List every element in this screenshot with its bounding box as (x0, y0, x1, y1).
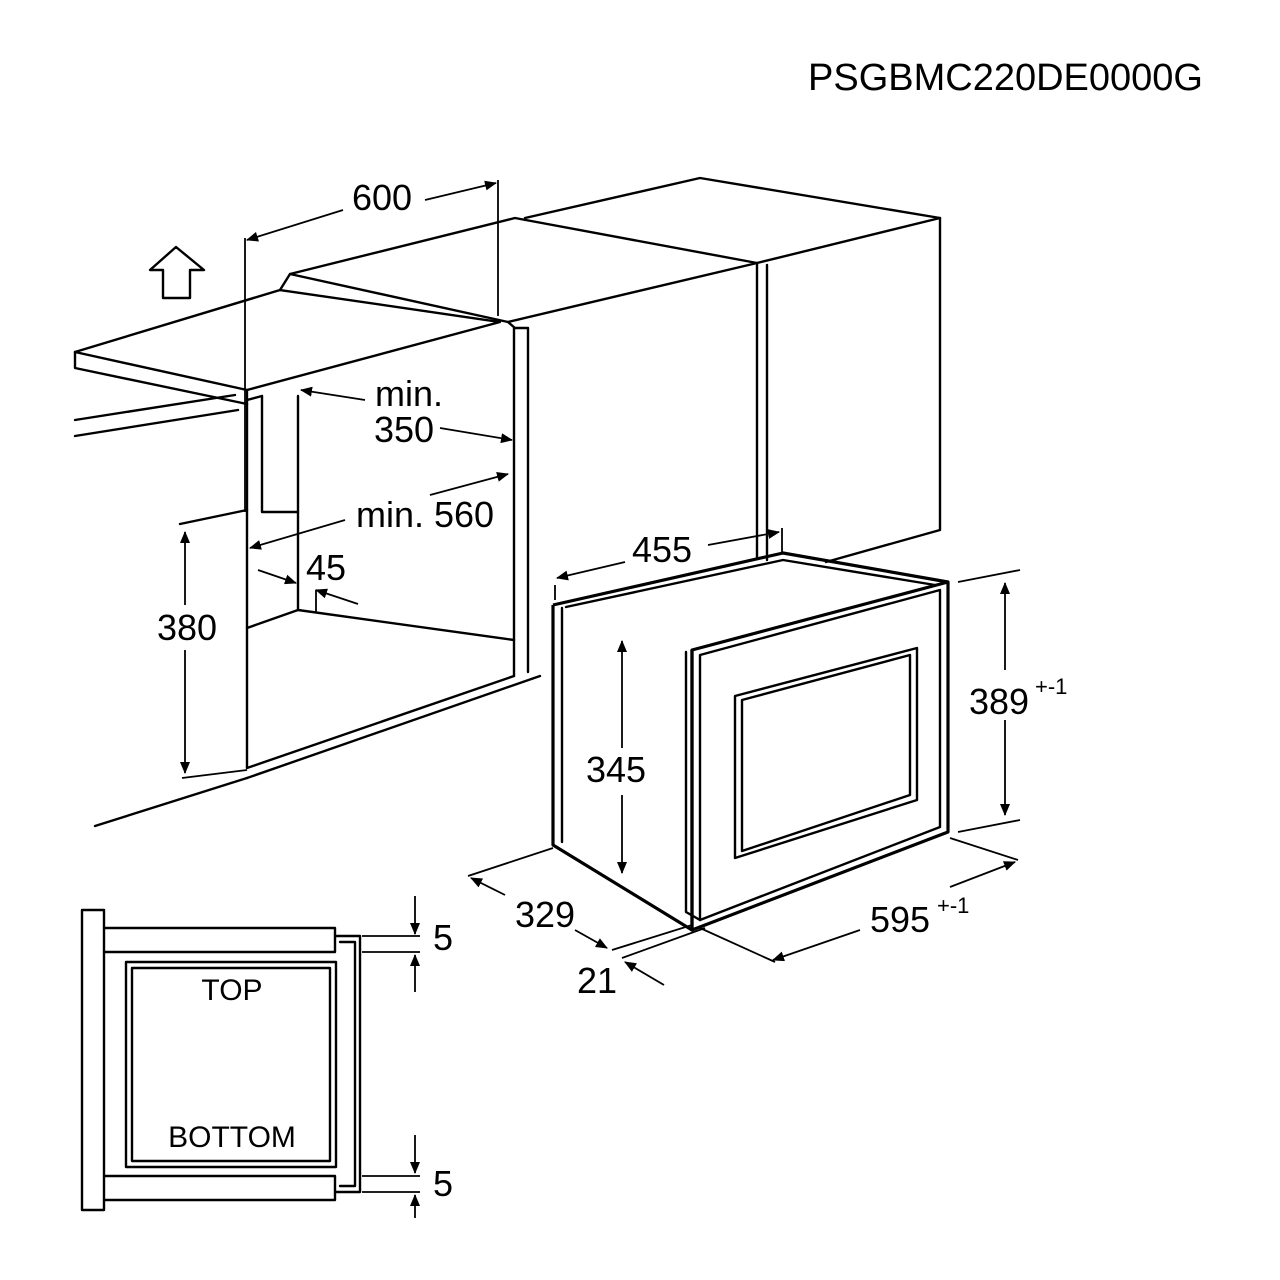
model-code: PSGBMC220DE0000G (808, 57, 1203, 99)
dim-21: 21 (577, 960, 617, 1001)
dim-455: 455 (632, 529, 692, 570)
dim-min-label: min. (375, 373, 443, 414)
dim-380: 380 (157, 607, 217, 648)
dim-595-tolerance: +-1 (937, 893, 969, 918)
dim-329: 329 (515, 894, 575, 935)
section-top-label: TOP (201, 974, 262, 1007)
dim-389: 389 (969, 681, 1029, 722)
dim-389-tolerance: +-1 (1035, 674, 1067, 699)
section-bottom-label: BOTTOM (168, 1121, 296, 1154)
up-arrow-icon (148, 245, 206, 300)
section-top-gap: 5 (433, 917, 453, 958)
dim-345: 345 (586, 749, 646, 790)
dim-595: 595 (870, 899, 930, 940)
dim-45: 45 (306, 547, 346, 588)
dim-width-600: 600 (352, 177, 412, 218)
dim-min-560: min. 560 (356, 494, 494, 535)
section-view (80, 908, 362, 1212)
dim-min-350: 350 (374, 409, 434, 450)
microwave-appliance (551, 551, 950, 932)
cabinet-niche (73, 176, 942, 828)
section-bottom-gap: 5 (433, 1163, 453, 1204)
